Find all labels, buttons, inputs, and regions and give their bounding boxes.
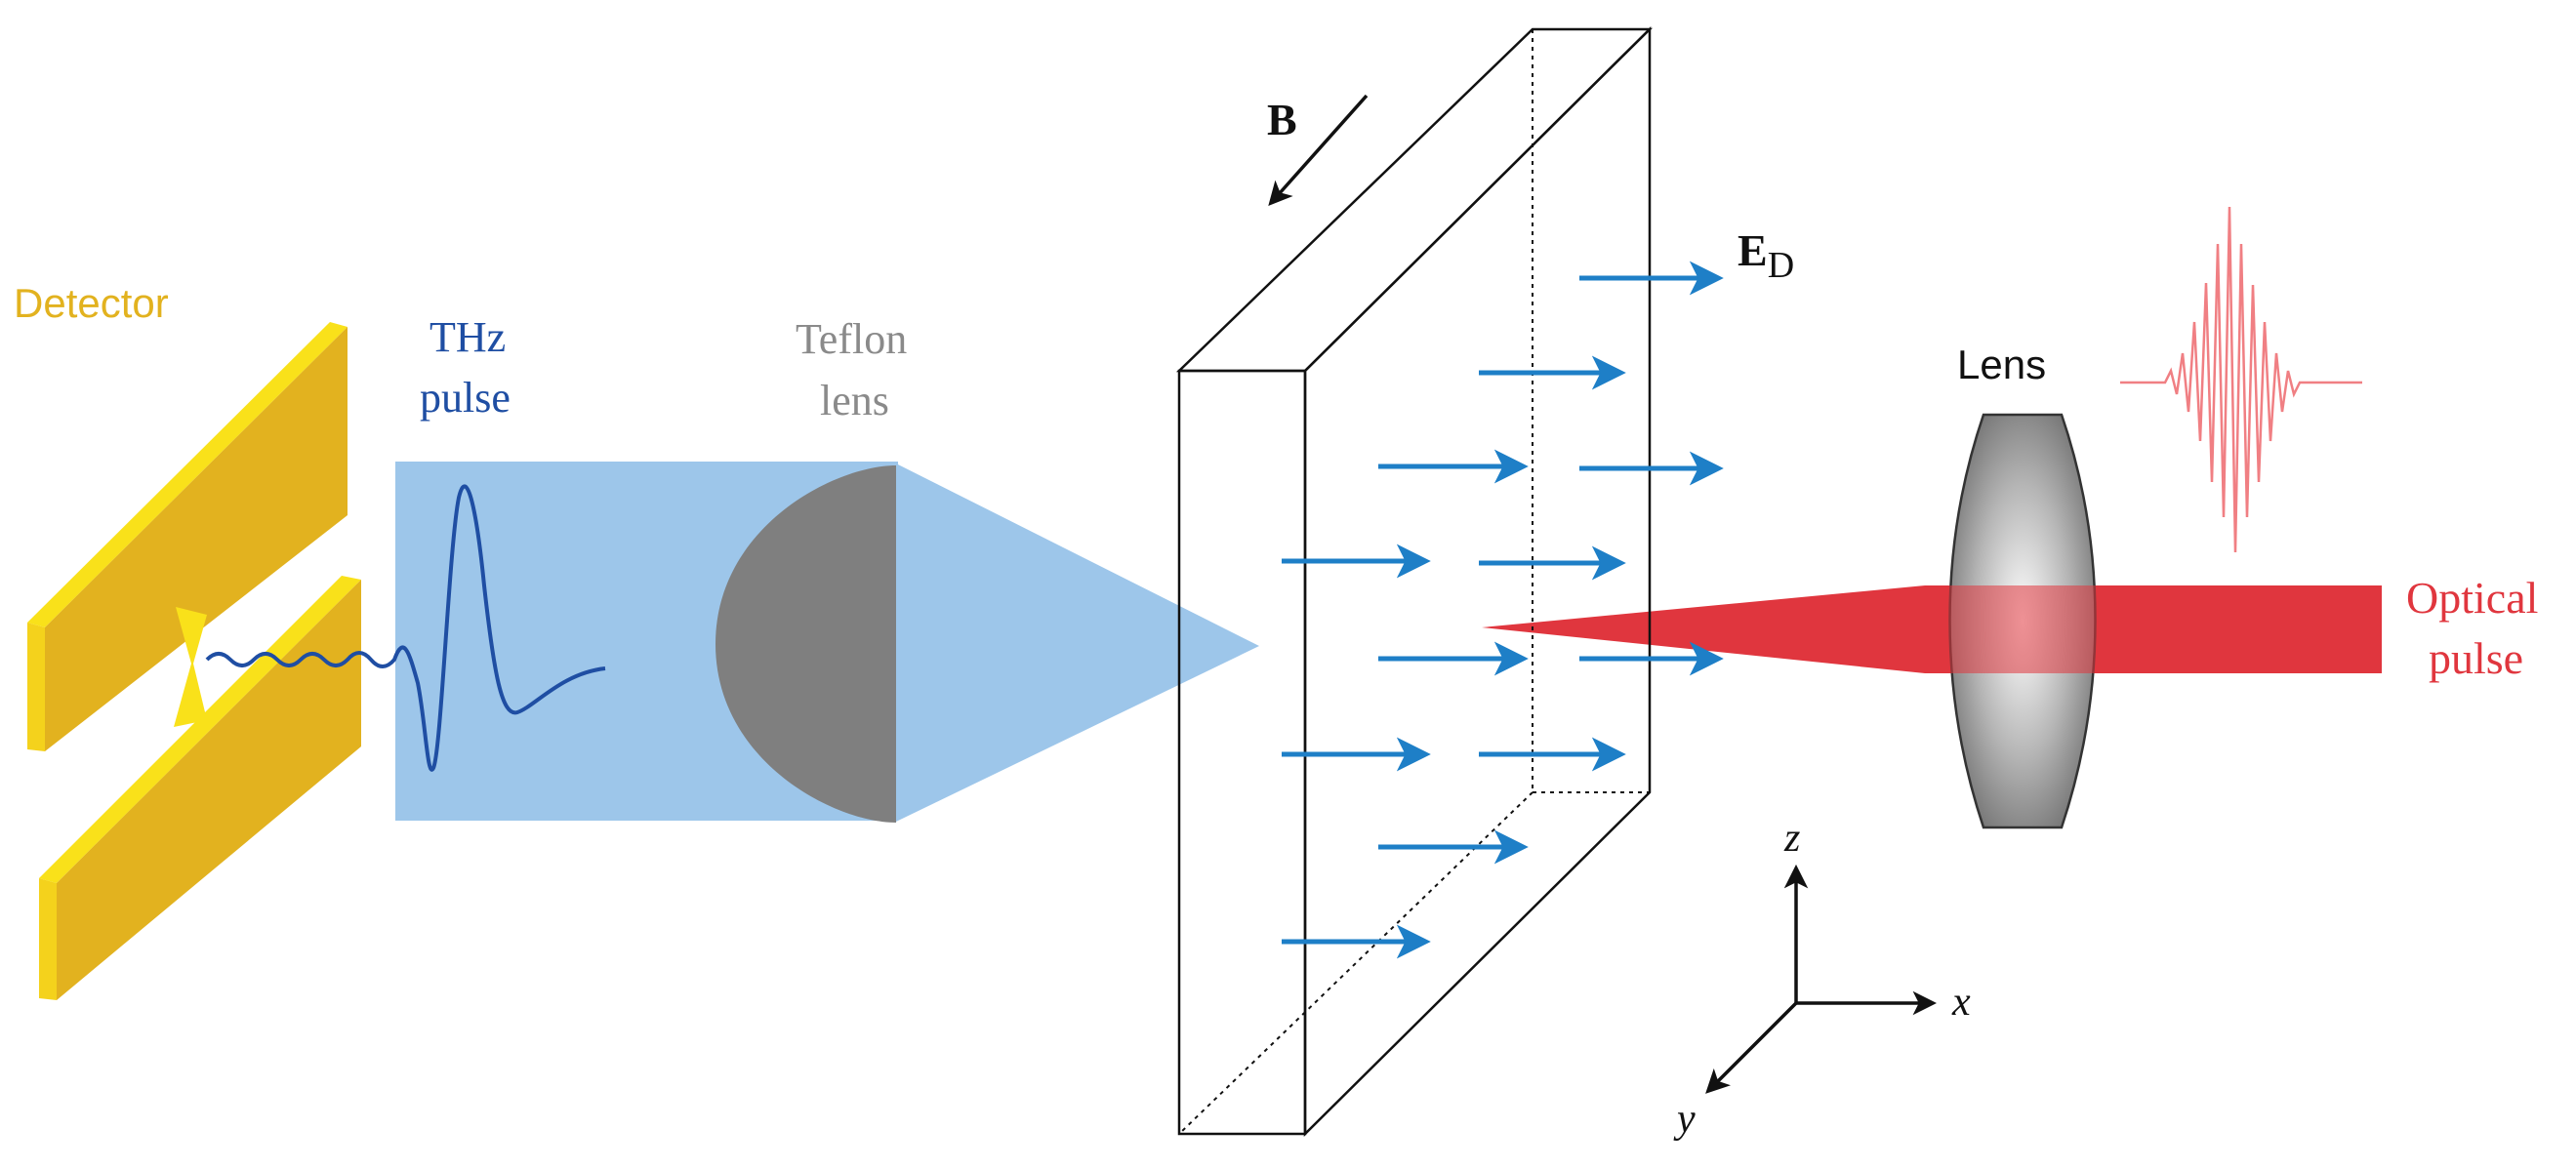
axis-label-z: z <box>1783 816 1800 861</box>
axis-label-y: y <box>1673 1097 1696 1142</box>
antenna-gap-icon <box>174 607 207 727</box>
detector-label: Detector <box>14 280 169 326</box>
teflon-label-line2: lens <box>820 377 889 424</box>
thz-waveform <box>205 484 606 772</box>
optical-beam-through-lens <box>1935 585 2099 673</box>
field-arrows <box>1282 261 1724 959</box>
crystal-slab <box>1175 26 1654 1137</box>
field-label: ED <box>1738 225 1794 286</box>
detector-lower-top-face <box>39 576 361 883</box>
teflon-label-line1: Teflon <box>796 315 907 363</box>
thz-label-line2: pulse <box>420 374 511 422</box>
arrow-down-left-icon <box>1268 94 1369 207</box>
detector <box>27 322 361 1000</box>
lens-label: Lens <box>1957 342 2046 387</box>
teflon-lens <box>716 465 896 823</box>
coordinate-axes <box>1705 864 1938 1094</box>
optical-pulse-waveform <box>2120 206 2362 553</box>
field-label-subscript: D <box>1768 245 1794 286</box>
detector-upper-side-face <box>27 623 45 751</box>
optical-label-line1: Optical <box>2406 573 2538 623</box>
y-axis-arrow-icon <box>1705 1001 1798 1094</box>
detector-lower-front-face <box>57 580 361 1000</box>
magnetic-field-label: B <box>1267 95 1297 144</box>
optical-label-line2: pulse <box>2429 633 2523 683</box>
field-label-main: E <box>1738 225 1768 275</box>
detector-upper-front-face <box>45 327 348 751</box>
slab-right-face <box>1303 26 1652 1137</box>
detector-upper-top-face <box>27 322 348 627</box>
optical-beam <box>1482 585 2382 673</box>
axis-label-x: x <box>1951 980 1971 1025</box>
slab-top-face <box>1175 27 1654 373</box>
detector-lower-side-face <box>39 878 57 1000</box>
focused-thz-cone <box>896 464 1259 822</box>
thz-label-line1: THz <box>429 313 506 361</box>
